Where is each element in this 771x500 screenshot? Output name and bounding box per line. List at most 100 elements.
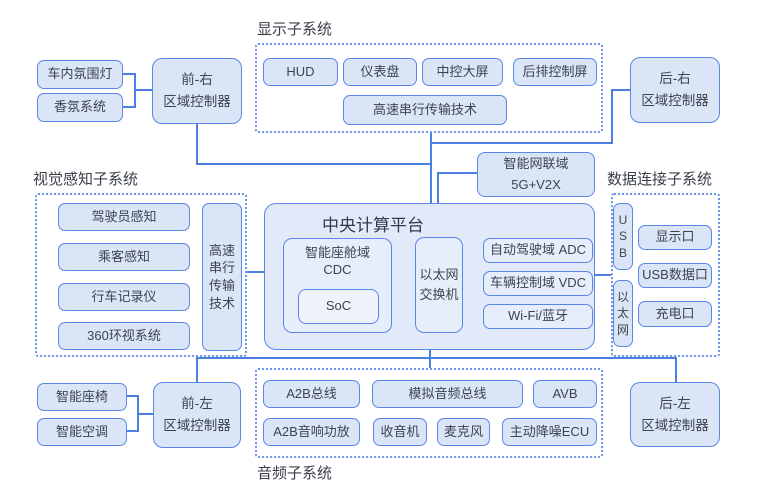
box-label: 车内氛围灯 [47,66,113,82]
box-label: 自动驾驶域 ADC [489,242,587,258]
controller-label-line1: 前-右 [181,72,213,88]
controller-label-line1: 前-左 [181,396,213,412]
box-label: Wi-Fi/蓝牙 [508,308,568,324]
connector-line [595,274,611,276]
box-label: 驾驶员感知 [91,208,157,224]
box-surround-view: 360环视系统 [58,322,190,350]
box-label: 行车记录仪 [91,288,157,304]
vision-subsystem-group [35,193,247,357]
box-driver-perception: 驾驶员感知 [58,203,190,231]
box-dashcam: 行车记录仪 [58,283,190,311]
vertical-label-line: 串行 [208,260,235,276]
controller-rear-left: 后-左 区域控制器 [630,382,720,447]
vertical-label-char: S [618,229,627,244]
controller-rear-right: 后-右 区域控制器 [630,57,720,123]
connector-line [127,430,139,432]
box-a2b-amplifier: A2B音响功放 [263,418,360,446]
connector-line [196,357,198,382]
display-subsystem-group [255,43,603,133]
box-passenger-perception: 乘客感知 [58,243,190,271]
box-ambient-light: 车内氛围灯 [37,60,123,89]
box-label: A2B总线 [286,385,337,401]
box-analog-audio-bus: 模拟音频总线 [372,380,523,408]
box-label: 智能空调 [55,423,108,439]
box-avb: AVB [533,380,597,408]
box-label: 中控大屏 [436,63,489,79]
vertical-label-line: 传输 [208,278,235,293]
box-fragrance-system: 香氛系统 [37,93,123,122]
box-label: USB数据口 [642,267,708,283]
box-radio: 收音机 [373,418,427,446]
box-label: 乘客感知 [97,248,150,264]
vision-subsystem-title: 视觉感知子系统 [33,171,139,188]
box-autonomous-driving-adc: 自动驾驶域 ADC [483,238,593,263]
controller-label-line2: 区域控制器 [163,94,231,109]
vertical-label-char: 网 [616,322,629,337]
connector-line [123,106,136,108]
box-label: 后排控制屏 [522,63,588,79]
box-label: 车辆控制域 VDC [489,275,587,291]
box-vehicle-control-vdc: 车辆控制域 VDC [483,271,593,296]
connector-line [137,413,153,415]
connector-line [246,271,264,273]
box-label-line1: 智能座舱域 [304,245,370,260]
box-label-line1: 以太网 [419,266,459,282]
connector-line [430,142,611,144]
box-instrument-cluster: 仪表盘 [343,58,417,86]
box-label: 香氛系统 [53,99,106,115]
box-label-line1: 智能网联域 [503,156,569,172]
box-label: 智能座椅 [55,388,108,404]
vertical-label-char: B [618,245,627,260]
box-charging-port: 充电口 [638,301,712,327]
controller-front-left: 前-左 区域控制器 [153,382,241,448]
box-connectivity-domain: 智能网联域 5G+V2X [477,152,595,197]
box-label: 高速串行传输技术 [372,101,477,117]
data-subsystem-title: 数据连接子系统 [607,171,713,188]
box-label: 充电口 [655,305,695,321]
box-rear-control-screen: 后排控制屏 [513,58,597,86]
box-label: A2B音响功放 [273,423,350,439]
box-label: 收音机 [380,423,420,439]
connector-line [196,357,677,359]
connector-line [611,89,613,144]
controller-label-line2: 区域控制器 [641,93,709,108]
connector-line [134,89,152,91]
box-hud: HUD [263,58,338,86]
box-anc-ecu: 主动降噪ECU [502,418,597,446]
connector-line [429,350,431,368]
controller-label-line1: 后-右 [659,71,691,87]
box-highspeed-serial-tech: 高速串行传输技术 [343,95,507,125]
box-usb-vertical: U S B [613,203,633,270]
platform-title: 中央计算平台 [322,216,424,235]
connector-line [430,133,432,203]
controller-front-right: 前-右 区域控制器 [152,58,242,124]
controller-label-line2: 区域控制器 [641,417,709,433]
controller-label-line2: 区域控制器 [163,418,231,433]
box-smart-ac: 智能空调 [37,418,127,446]
vertical-label-char: U [618,213,628,228]
box-label-line2: 5G+V2X [511,176,561,192]
box-center-screen: 中控大屏 [422,58,503,86]
display-subsystem-title: 显示子系统 [257,21,333,38]
box-a2b-bus: A2B总线 [263,380,360,408]
vertical-label-char: 太 [616,306,629,321]
audio-subsystem-group [255,368,603,458]
connector-line [611,89,630,91]
box-display-port: 显示口 [638,225,712,250]
box-label: 仪表盘 [360,63,400,79]
controller-label-line1: 后-左 [659,395,691,411]
box-label: 显示口 [655,229,695,245]
box-label: 麦克风 [443,423,483,439]
box-label: 主动降噪ECU [509,423,590,439]
connector-line [675,357,677,382]
box-wifi-bluetooth: Wi-Fi/蓝牙 [483,304,593,329]
box-highspeed-serial-tech-vertical: 高速 串行 传输 技术 [202,203,242,351]
box-label: HUD [286,63,315,79]
audio-subsystem-title: 音频子系统 [257,465,333,482]
box-ethernet-vertical: 以 太 网 [613,280,633,347]
box-label-line2: 交换机 [419,287,459,302]
connector-line [437,172,477,174]
connector-line [196,163,432,165]
box-ethernet-switch: 以太网 交换机 [415,237,463,333]
